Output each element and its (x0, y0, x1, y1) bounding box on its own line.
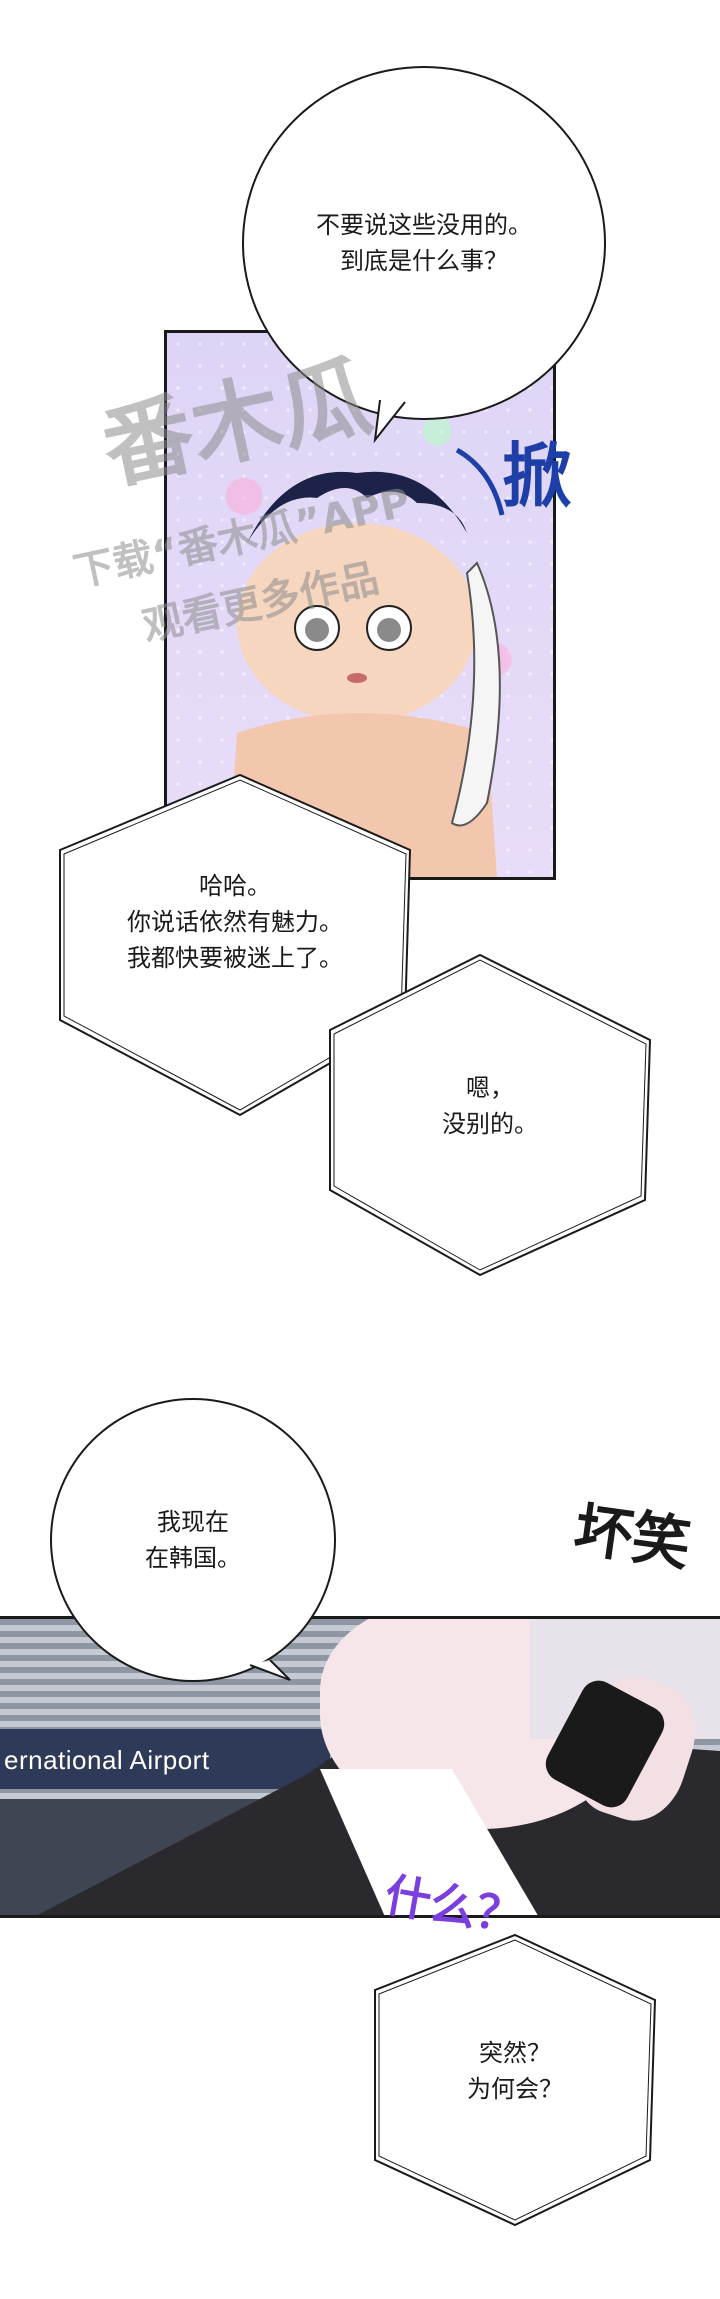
white-cloth (450, 561, 501, 827)
sfx-smirk: 坏笑 (570, 1495, 695, 1579)
hex-3-text: 突然？ 为何会？ (375, 2035, 655, 2107)
boy-hair (247, 471, 467, 543)
bubble-2-line-1: 我现在 (157, 1508, 229, 1536)
airport-sign (0, 1729, 330, 1789)
hex-1-text: 哈哈。 你说话依然有魅力。 我都快要被迷上了。 (60, 868, 410, 976)
bubble-2-line-2: 在韩国。 (145, 1544, 241, 1572)
hex-bubble-3 (374, 1933, 657, 2227)
hex-3-line-1: 突然？ (479, 2039, 551, 2067)
hex-1-line-2: 你说话依然有魅力。 (127, 908, 343, 936)
sfx-grab: 掀 (502, 435, 572, 517)
speech-bubble-1: 不要说这些没用的。 到底是什么事？ (242, 66, 606, 420)
hex-1-line-3: 我都快要被迷上了。 (127, 944, 343, 972)
hex-bubble-2 (329, 953, 652, 1277)
airport-sign-text: ernational Airport (4, 1745, 210, 1775)
bubble-1-line-1: 不要说这些没用的。 (316, 211, 532, 239)
sfx-grab-stroke (455, 447, 505, 516)
hex-2-text: 嗯， 没别的。 (330, 1070, 650, 1142)
bubble-1-tail (373, 400, 406, 444)
boy-mouth (347, 673, 367, 683)
boy-pupil-right (377, 618, 401, 642)
boy-pupil-left (305, 618, 329, 642)
bubble-2-tail (250, 1660, 291, 1681)
speech-bubble-2: 我现在 在韩国。 (50, 1398, 336, 1682)
hex-3-line-2: 为何会？ (467, 2075, 563, 2103)
boy-face (237, 523, 477, 723)
hex-2-line-2: 没别的。 (442, 1110, 538, 1138)
hex-1-line-1: 哈哈。 (199, 872, 271, 900)
hex-2-line-1: 嗯， (466, 1074, 514, 1102)
bubble-1-line-2: 到底是什么事？ (340, 247, 508, 275)
panel-airport: ernational Airport (0, 1616, 720, 1918)
